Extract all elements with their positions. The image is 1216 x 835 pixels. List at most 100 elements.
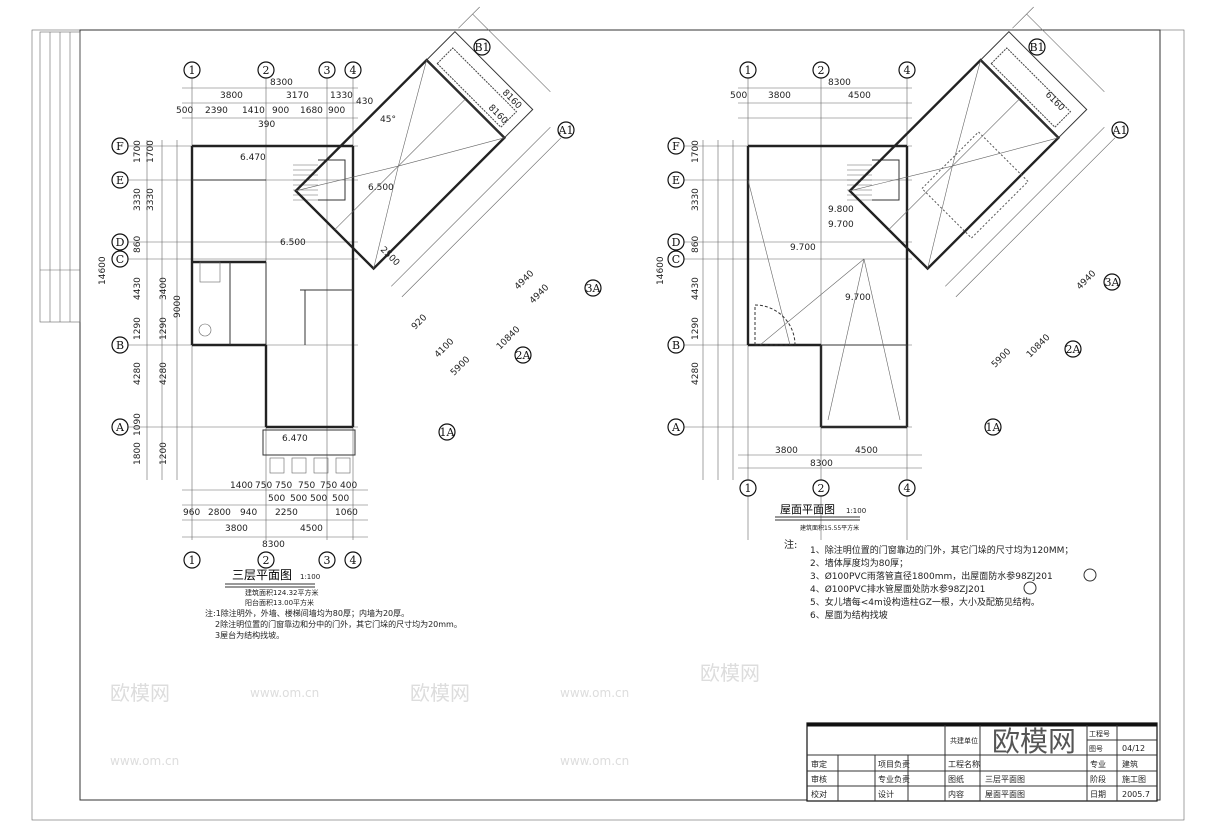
grid-axis-bubble [111, 233, 129, 251]
grid-axis-bubble [667, 233, 685, 251]
right-plan-scale: 1:100 [846, 507, 866, 515]
grid-axis-bubble [257, 61, 275, 79]
dimension-label: 1090 [133, 413, 143, 436]
title-block-cell-b: 设计 [878, 789, 894, 799]
dimension-label: 4500 [855, 446, 878, 456]
grid-axis-bubble [812, 479, 830, 497]
dimension-label: 1330 [330, 91, 353, 101]
dimension-label: 4280 [159, 362, 169, 385]
dimension-label: 1290 [159, 317, 169, 340]
jointly-built-unit-label: 共建单位 [950, 736, 978, 745]
title-block-cell-c: 图纸 [948, 774, 964, 784]
dimension-label: 3800 [220, 91, 243, 101]
left-plan-note-1: 注:1除注明外，外墙、楼梯间墙均为80厚；内墙为20厚。 [205, 608, 409, 618]
grid-axis-bubble [318, 61, 336, 79]
grid-axis-label: B1 [474, 41, 489, 54]
grid-axis-bubble [584, 279, 602, 297]
dimension-label: 4100 [433, 337, 456, 360]
dimension-line [458, 6, 480, 29]
left-plan-area: 建筑面积124.32平方米 [245, 588, 319, 597]
dimension-label: 3800 [225, 524, 248, 534]
detail-reference-symbol [1023, 581, 1037, 595]
sheet-outer-border [31, 29, 1185, 821]
title-block-cell-e: 日期 [1090, 790, 1106, 799]
watermark-url: www.om.cn [560, 754, 629, 768]
dimension-label: 1800 [133, 442, 143, 465]
right-plan-area: 建筑面积15.55平方米 [800, 524, 859, 532]
dimension-label: 3800 [775, 446, 798, 456]
dimension-label: 4280 [691, 362, 701, 385]
hatched-parapet [990, 47, 1072, 128]
grid-axis-bubble [111, 418, 129, 436]
title-block-cell-f: 施工图 [1122, 774, 1146, 784]
grid-axis-label: A [115, 421, 125, 434]
dimension-label: 500 [176, 106, 193, 116]
stair-outline [318, 159, 346, 201]
bathroom-fixture [199, 261, 221, 283]
grid-axis-bubble [898, 479, 916, 497]
detail-reference-symbol [1083, 568, 1097, 582]
title-block-cell-a: 审核 [811, 774, 827, 784]
right-plan-notes-label: 注: [784, 538, 797, 551]
dimension-label: 500 [268, 494, 285, 504]
roof-slope-line [849, 165, 953, 192]
drawing-no-label: 图号 [1089, 745, 1103, 753]
watermark-logo: 欧模网 [410, 681, 470, 705]
dimension-label: 500 [730, 91, 747, 101]
watermark-url: www.om.cn [110, 754, 179, 768]
grid-axis-bubble [344, 61, 362, 79]
rotated-wing [294, 6, 562, 298]
grid-axis-bubble [898, 61, 916, 79]
title-block-cell-b: 项目负责 [878, 759, 910, 769]
grid-axis-bubble [111, 137, 129, 155]
title-block-cell-e: 阶段 [1090, 774, 1106, 784]
roof-slope-line [747, 179, 791, 346]
right-plan-note-5: 5、女儿墙每<4m设构造柱GZ一根，大小及配筋见结构。 [810, 596, 1040, 608]
elevation-mark: 6.500 [280, 238, 306, 248]
title-block-cell-f: 2005.7 [1122, 790, 1150, 799]
dimension-label: 4500 [300, 524, 323, 534]
dimension-label: 3330 [691, 188, 701, 211]
dimension-label: 8300 [828, 78, 851, 88]
title-block-cell-b: 专业负责 [878, 774, 910, 784]
elevation-mark: 9.700 [790, 243, 816, 253]
dimension-label: 1410 [242, 106, 265, 116]
dimension-line [472, 13, 551, 93]
grid-axis-label: 3 [324, 554, 331, 567]
elevation-mark: 6.470 [240, 153, 266, 163]
grid-axis-label: B [116, 339, 124, 352]
stair-outline [872, 159, 900, 201]
grid-axis-label: 4 [350, 64, 357, 77]
watermark-url: www.om.cn [250, 686, 319, 700]
left-plan-scale: 1:100 [300, 573, 320, 581]
roof-slope-line [927, 166, 953, 269]
grid-axis-bubble [111, 250, 129, 268]
dimension-label: 860 [691, 236, 701, 253]
right-plan-note-3: 3、Ø100PVC雨落管直径1800mm，出屋面防水参98ZJ201 [810, 570, 1053, 582]
grid-axis-bubble [667, 336, 685, 354]
left-margin-table [39, 31, 81, 323]
left-plan-note-2: 2除注明位置的门窗靠边和分中的门外，其它门垛的尺寸均为20mm。 [215, 619, 462, 629]
dimension-label: 860 [133, 236, 143, 253]
grid-axis-label: 2A [1066, 343, 1082, 356]
wing-ridge [334, 98, 466, 230]
grid-axis-label: C [116, 253, 124, 266]
dimension-label: 1680 [300, 106, 323, 116]
dimension-label: 8300 [262, 540, 285, 550]
planter [269, 457, 285, 474]
grid-axis-bubble [1103, 273, 1121, 291]
grid-axis-label: D [672, 236, 681, 249]
grid-axis-bubble [473, 38, 491, 56]
title-block-cell-d: 三层平面图 [985, 775, 1025, 784]
grid-axis-label: 3A [1105, 276, 1121, 289]
grid-axis-bubble [257, 551, 275, 569]
right-plan-title-block: 屋面平面图 1:100 建筑面积15.55平方米 注: 1、除注明位置的门窗靠边… [775, 503, 1097, 621]
dimension-label: 5900 [449, 355, 472, 378]
grid-axis-bubble [1064, 340, 1082, 358]
grid-axis-label: 2 [263, 64, 270, 77]
dimension-label: 4940 [1075, 269, 1098, 292]
grid-axis-bubble [183, 61, 201, 79]
